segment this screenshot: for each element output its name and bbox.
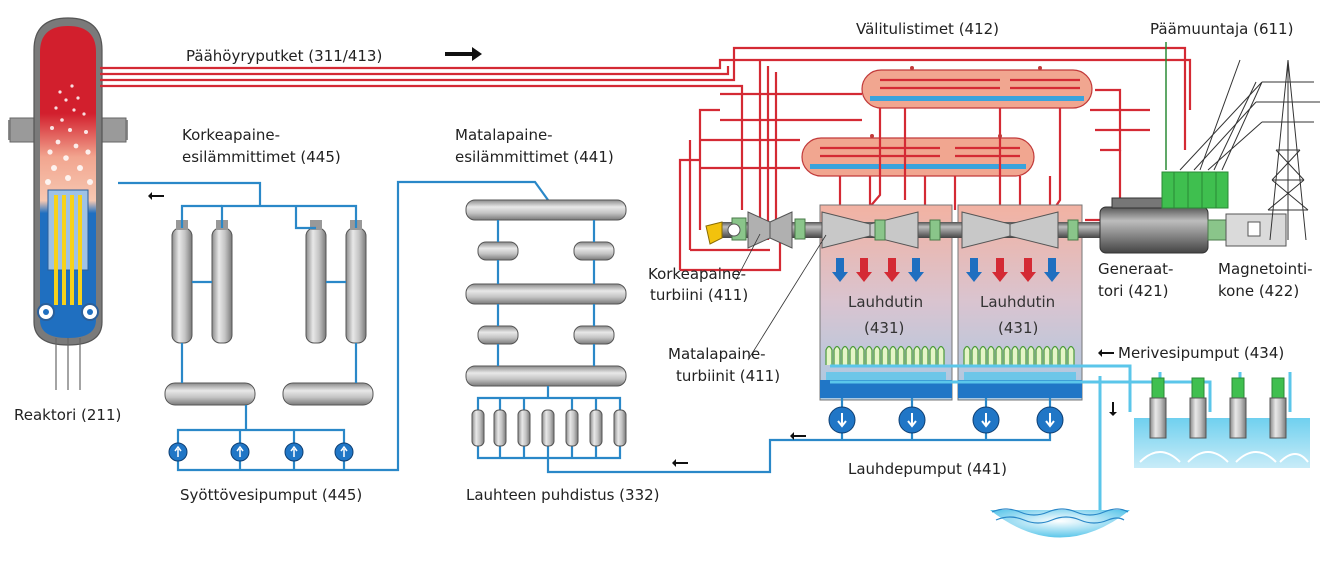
power-pylon	[1179, 59, 1320, 241]
main-steam-lines	[100, 46, 1192, 272]
condensate-pumps	[828, 398, 1064, 440]
condenser-2-name: Lauhdutin	[980, 293, 1055, 311]
seawater-pumps-label: Merivesipumput (434)	[1118, 344, 1284, 362]
main-transformer-label: Päämuuntaja (611)	[1150, 20, 1293, 38]
condenser-flow-arrows	[832, 258, 1060, 282]
condenser-1-num: (431)	[864, 319, 904, 337]
exciter-label-2: kone (422)	[1218, 282, 1299, 300]
turbine-train	[705, 197, 1287, 254]
condensate-pumps-label: Lauhdepumput (441)	[848, 460, 1007, 478]
hp-preheaters-label-2: esilämmittimet (445)	[182, 148, 341, 166]
flow-arrows	[148, 192, 1117, 467]
main-transformer	[1161, 42, 1229, 209]
condensate-cleanup-label: Lauhteen puhdistus (332)	[466, 486, 660, 504]
feedwater-pumps	[168, 442, 354, 462]
hp-turbine-label-2: turbiini (411)	[650, 286, 748, 304]
seawater-pumps	[1149, 377, 1287, 439]
hp-preheater-piping	[118, 180, 549, 472]
hp-preheaters-label-1: Korkeapaine-	[182, 126, 280, 144]
generator-label-1: Generaat-	[1098, 260, 1173, 278]
sea-outlet	[990, 508, 1130, 538]
lp-preheaters-label-1: Matalapaine-	[455, 126, 553, 144]
generator-label-2: tori (421)	[1098, 282, 1169, 300]
lp-preheater-piping	[476, 220, 1052, 474]
condenser-tubes	[825, 345, 1075, 365]
lp-turbines-label-1: Matalapaine-	[668, 345, 766, 363]
reactor-label: Reaktori (211)	[14, 406, 121, 424]
feedwater-pumps-label: Syöttövesipumput (445)	[180, 486, 362, 504]
lp-preheaters-label-2: esilämmittimet (441)	[455, 148, 614, 166]
reactor	[8, 17, 128, 390]
reheaters	[801, 66, 1093, 231]
condenser-2-num: (431)	[998, 319, 1038, 337]
hp-turbine-leader	[735, 233, 761, 281]
lp-turbines-leader	[747, 234, 827, 361]
condenser-1-name: Lauhdutin	[848, 293, 923, 311]
lp-turbines-label-2: turbiinit (411)	[676, 367, 780, 385]
main-steam-label: Päähöyryputket (311/413)	[186, 47, 382, 65]
reheaters-label: Välitulistimet (412)	[856, 20, 999, 38]
condensate-cleanup-filters	[471, 409, 627, 447]
steam-flow-arrow	[445, 47, 482, 61]
hp-turbine-label-1: Korkeapaine-	[648, 265, 746, 283]
lp-preheaters	[465, 199, 627, 387]
hp-preheaters	[164, 220, 374, 406]
exciter-label-1: Magnetointi-	[1218, 260, 1313, 278]
